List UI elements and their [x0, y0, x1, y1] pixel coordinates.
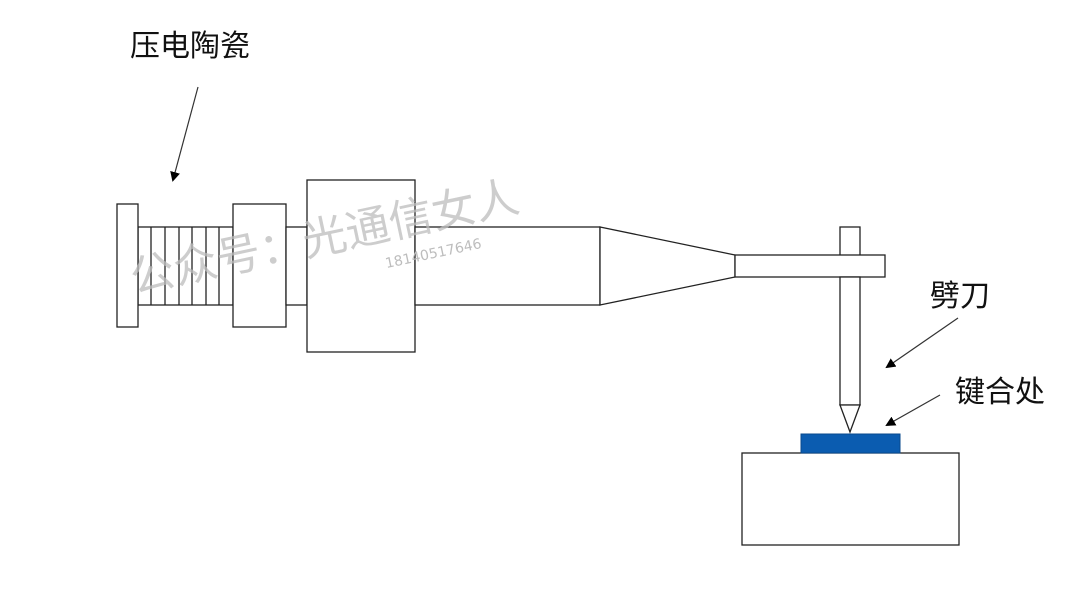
piezo-arrow	[170, 86, 199, 182]
substrate	[741, 452, 960, 546]
capillary-shaft-upper	[839, 226, 861, 258]
bond-point-label: 键合处	[955, 375, 1045, 410]
bond-pad	[800, 433, 901, 454]
capillary-label: 劈刀	[930, 279, 990, 314]
transducer-arm	[734, 254, 886, 278]
horn-cone	[599, 226, 736, 306]
horn-body	[414, 226, 601, 306]
mounting-block	[306, 179, 416, 353]
capillary-tip	[839, 404, 861, 434]
capillary-arrow	[885, 317, 959, 369]
piezo-stack-lines	[150, 227, 220, 305]
rear-flange	[116, 203, 139, 328]
piezo-label: 压电陶瓷	[130, 29, 250, 64]
bond-point-arrow	[885, 394, 941, 426]
piezo-coil-body	[137, 226, 234, 306]
capillary-shaft	[839, 276, 861, 406]
front-flange	[232, 203, 287, 328]
